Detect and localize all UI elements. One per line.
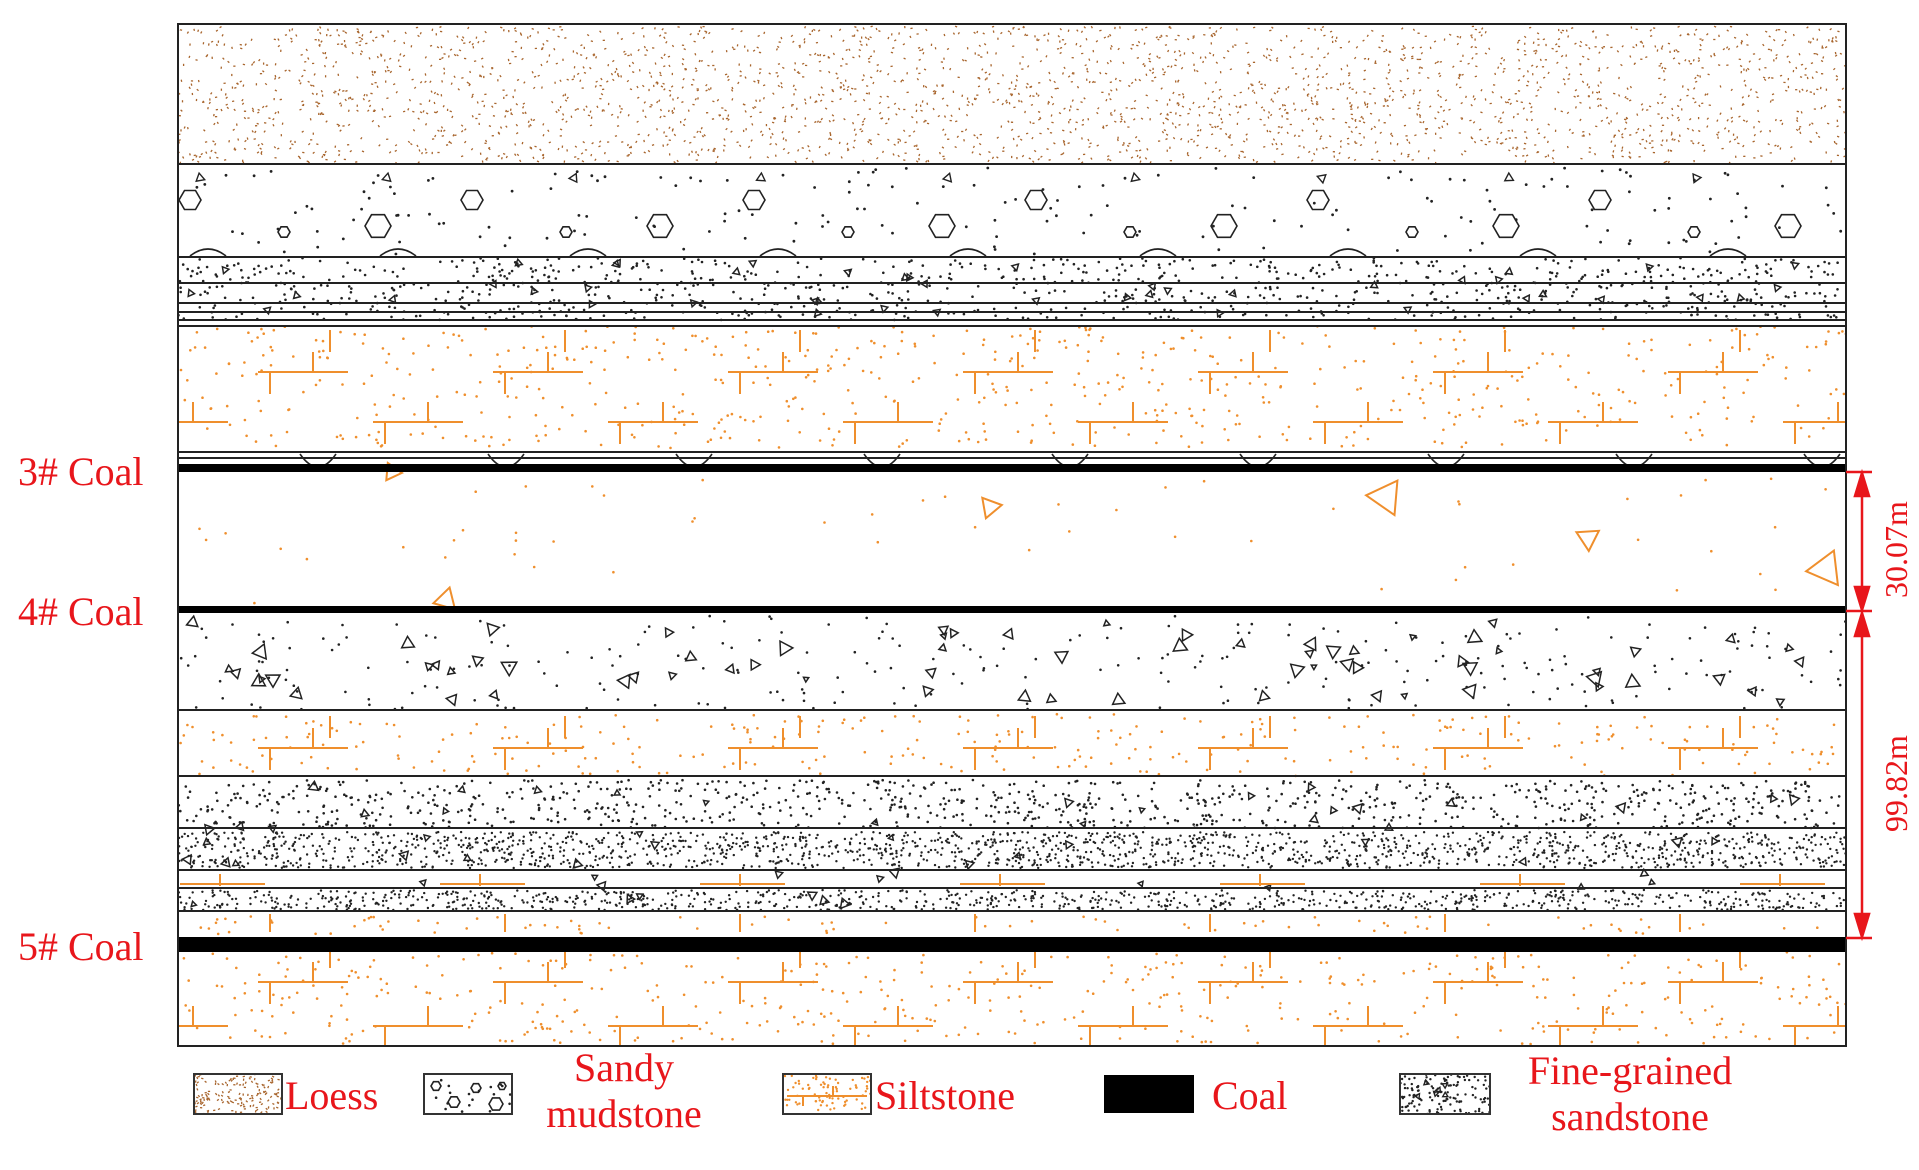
- fine-sandstone-layer-upper: [178, 256, 1839, 322]
- dimension-label-upper: 30.07m: [1878, 501, 1914, 598]
- legend-label-fine-sandstone-line1: Fine-grained: [1527, 1048, 1733, 1093]
- legend-label-fine-sandstone: Fine-grained sandstone: [1500, 1048, 1760, 1140]
- coal-seam-3: [178, 464, 1846, 472]
- legend-swatch-sandy-mudstone: [423, 1073, 513, 1115]
- legend-swatch-siltstone: [782, 1073, 872, 1115]
- layer-boundaries: [178, 163, 1846, 952]
- legend-swatch-coal: [1104, 1075, 1194, 1113]
- sandy-mudstone-layer-lower: [179, 614, 1846, 711]
- siltstone-layer-bottom: [178, 914, 1846, 1046]
- coal5-label: 5# Coal: [18, 924, 144, 969]
- siltstone-layer-upper: [178, 325, 1846, 450]
- legend-label-sandy-mudstone-line2: mudstone: [546, 1091, 702, 1136]
- legend-label-sandy-mudstone-line1: Sandy: [574, 1045, 674, 1090]
- coal3-label: 3# Coal: [18, 449, 144, 494]
- legend-label-coal: Coal: [1212, 1073, 1288, 1118]
- sandy-mudstone-layer-upper: [178, 166, 1843, 257]
- legend-label-fine-sandstone-line2: sandstone: [1551, 1094, 1709, 1139]
- coal-seam-4: [178, 606, 1846, 613]
- dimension-markers: [1846, 468, 1872, 942]
- legend-label-sandy-mudstone: Sandy mudstone: [524, 1045, 724, 1137]
- legend-swatch-loess: [193, 1073, 283, 1115]
- legend-label-siltstone: Siltstone: [875, 1073, 1016, 1118]
- legend-label-loess: Loess: [285, 1073, 379, 1118]
- fine-sandstone-layer-lower: [178, 778, 1846, 912]
- coal4-label: 4# Coal: [18, 589, 144, 634]
- siltstone-layer-middle: [179, 712, 1836, 778]
- coal-seam-5: [178, 937, 1846, 952]
- column-frame: [177, 23, 1847, 1047]
- legend-swatches: [193, 1073, 1491, 1115]
- dimension-label-lower: 99.82m: [1878, 735, 1914, 832]
- legend-swatch-fine-sandstone: [1399, 1073, 1491, 1115]
- interburden-3-4-layer: [198, 461, 1840, 611]
- loess-layer: [178, 25, 1846, 165]
